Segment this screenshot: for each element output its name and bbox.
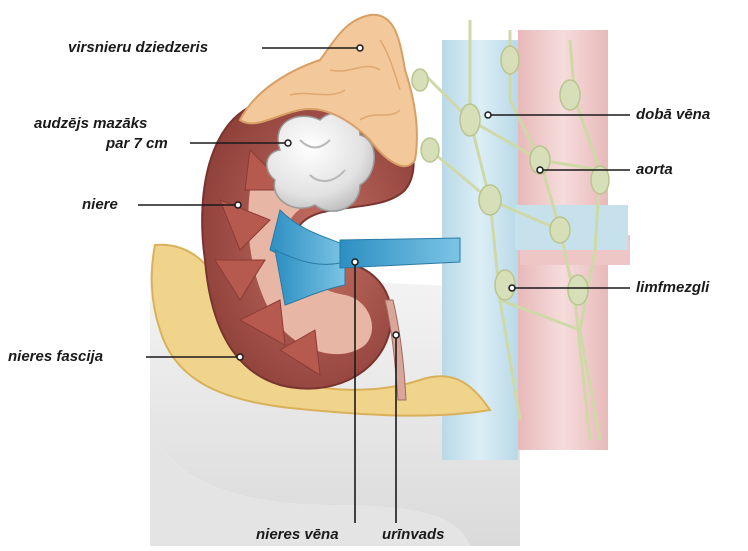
label-lymph-nodes: limfmezgli [636, 279, 709, 297]
label-kidney: niere [82, 196, 118, 214]
label-ureter: urīnvads [382, 526, 445, 544]
label-renal-vein: nieres vēna [256, 526, 339, 544]
label-renal-fascia: nieres fascija [8, 348, 103, 366]
vena-cava-branch [515, 205, 628, 250]
label-vena-cava: dobā vēna [636, 106, 710, 124]
label-tumor-line1: audzējs mazāks [34, 115, 147, 133]
label-tumor-line2: par 7 cm [106, 135, 168, 153]
label-aorta: aorta [636, 161, 673, 179]
label-adrenal-gland: virsnieru dziedzeris [68, 39, 208, 57]
